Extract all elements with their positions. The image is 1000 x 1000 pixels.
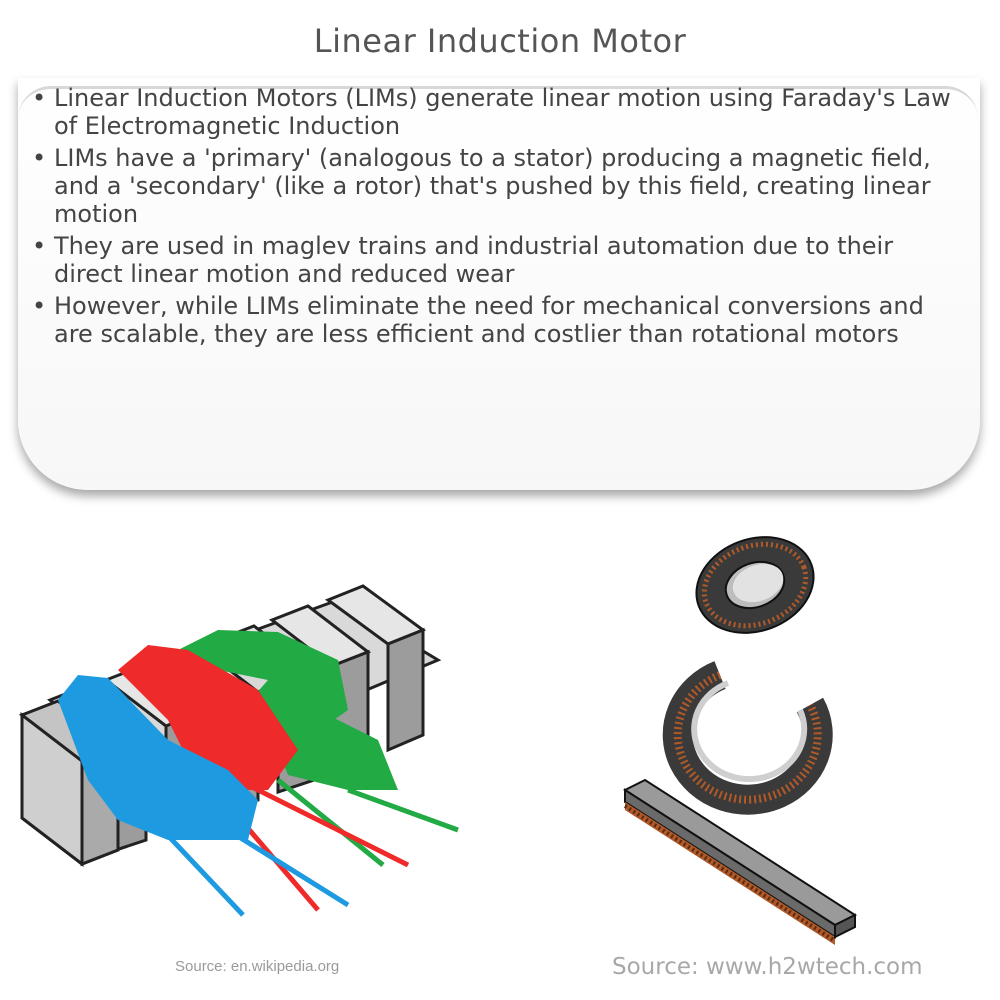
bullet-text: Linear Induction Motors (LIMs) generate …	[54, 84, 951, 140]
bullet-item: •Linear Induction Motors (LIMs) generate…	[32, 84, 962, 140]
linear-motor-stator-illustration	[18, 584, 459, 917]
bullet-dot: •	[32, 144, 47, 172]
source-caption-left: Source: en.wikipedia.org	[175, 958, 340, 975]
info-card	[18, 78, 980, 490]
phase-a-winding	[58, 675, 350, 917]
bullet-dot: •	[32, 232, 47, 260]
bullet-item: •However, while LIMs eliminate the need …	[32, 292, 962, 348]
phase-c-winding	[178, 630, 459, 867]
bullet-dot: •	[32, 84, 47, 112]
card-top-border	[18, 86, 978, 119]
bullet-item: •They are used in maglev trains and indu…	[32, 232, 962, 288]
ring-stator	[695, 536, 815, 634]
bullet-dot: •	[32, 292, 47, 320]
bullet-list: •Linear Induction Motors (LIMs) generate…	[32, 84, 962, 352]
bullet-text: They are used in maglev trains and indus…	[54, 232, 894, 288]
bullet-text: LIMs have a 'primary' (analogous to a st…	[54, 144, 931, 228]
rotary-to-linear-illustration	[622, 536, 858, 945]
linear-stator	[622, 778, 858, 945]
cut-ring-stator	[662, 661, 833, 815]
bullet-item: •LIMs have a 'primary' (analogous to a s…	[32, 144, 962, 228]
page-title: Linear Induction Motor	[313, 22, 687, 60]
bullet-text: However, while LIMs eliminate the need f…	[54, 292, 924, 348]
source-caption-right: Source: www.h2wtech.com	[612, 954, 923, 980]
